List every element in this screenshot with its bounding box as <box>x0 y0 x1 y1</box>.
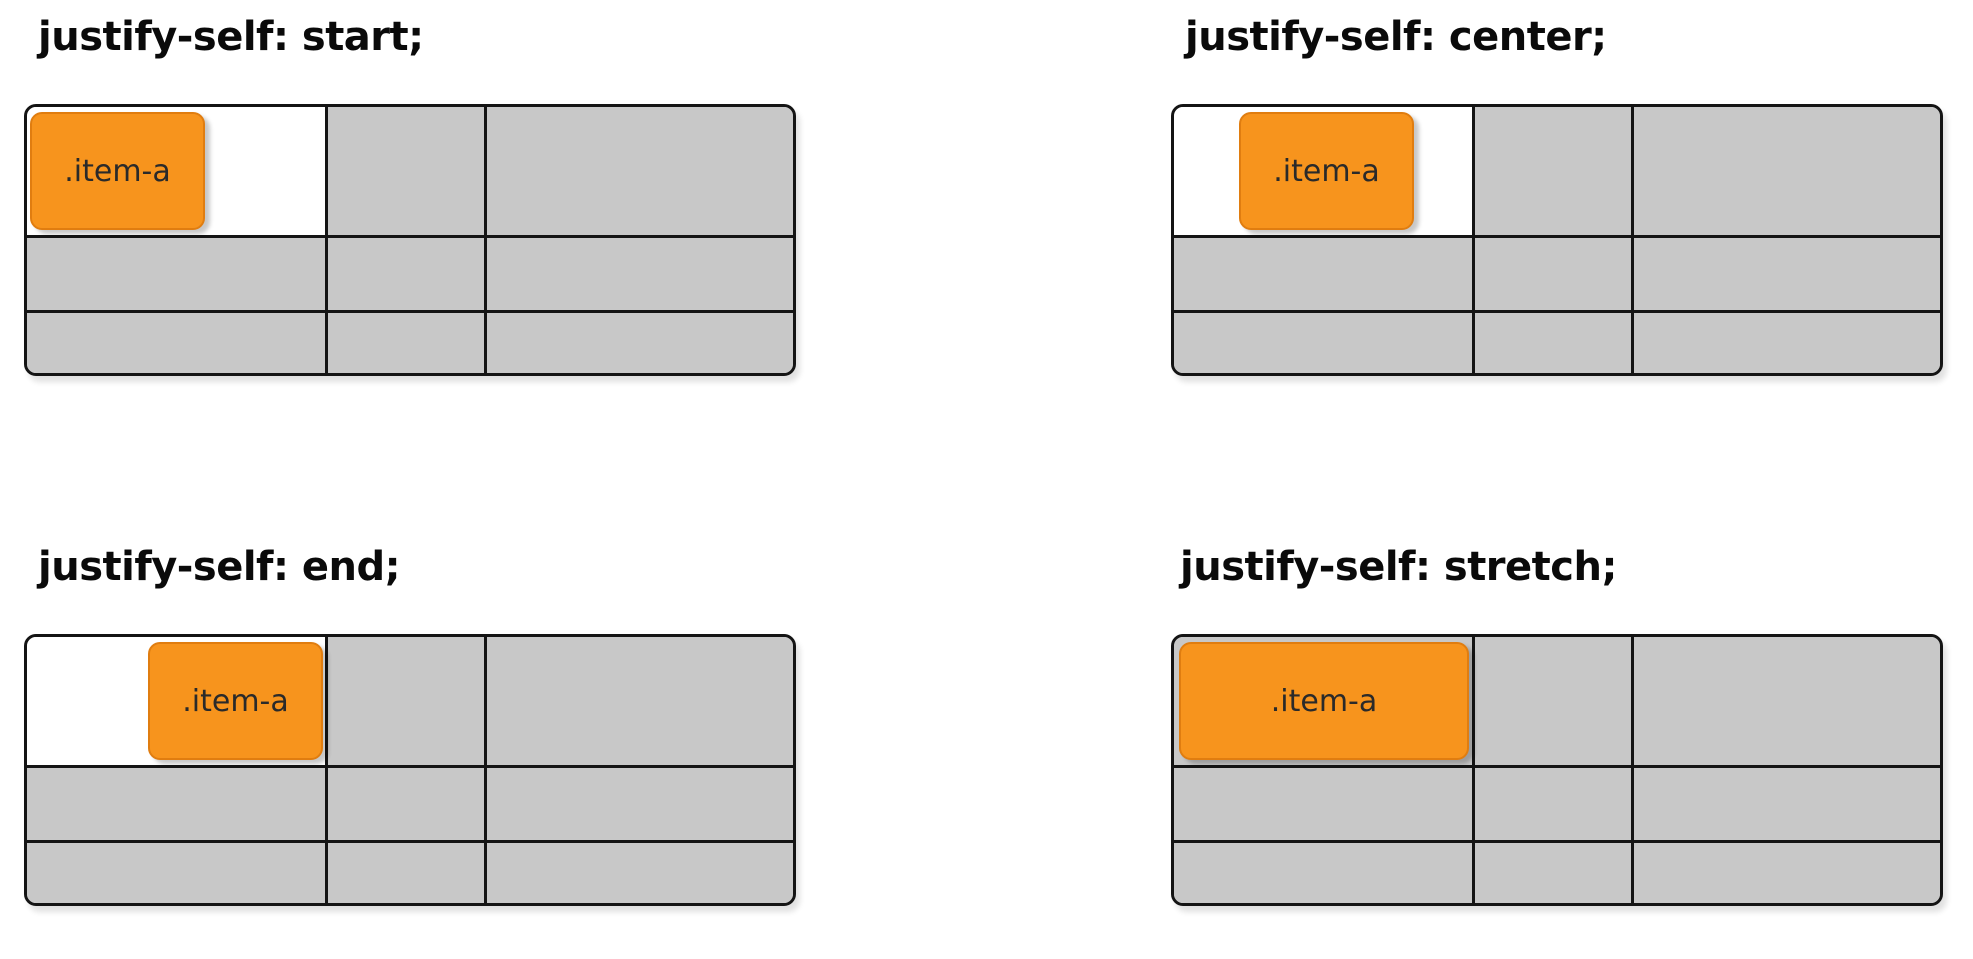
grid-item-label: .item-a <box>64 153 171 189</box>
grid-cell-3-1 <box>27 843 328 903</box>
grid-cell-2-1 <box>1174 768 1475 843</box>
grid-cell-2-2 <box>328 768 487 843</box>
grid-item-a: .item-a <box>1239 112 1414 230</box>
grid-cell-3-3 <box>487 843 793 903</box>
grid-cell-3-2 <box>1475 313 1634 373</box>
panel-justify-self-end: justify-self: end; .item-a <box>16 540 816 940</box>
panel-justify-self-stretch: justify-self: stretch; .item-a <box>1163 540 1963 940</box>
panel-title: justify-self: end; <box>38 544 401 590</box>
grid-cell-1-3 <box>1634 637 1940 768</box>
grid-item-a: .item-a <box>148 642 323 760</box>
grid-container: .item-a <box>24 104 796 376</box>
grid-cell-3-3 <box>1634 843 1940 903</box>
grid-cell-1-1: .item-a <box>27 637 328 768</box>
grid-cell-1-3 <box>1634 107 1940 238</box>
grid-cell-1-3 <box>487 107 793 238</box>
grid-cell-1-2 <box>1475 637 1634 768</box>
grid-cell-2-1 <box>1174 238 1475 313</box>
grid-cell-3-2 <box>328 843 487 903</box>
grid-cell-2-1 <box>27 768 328 843</box>
grid-cell-3-1 <box>27 313 328 373</box>
grid-cell-3-2 <box>1475 843 1634 903</box>
grid-cell-3-2 <box>328 313 487 373</box>
grid-cell-1-1: .item-a <box>27 107 328 238</box>
grid-cell-1-1: .item-a <box>1174 107 1475 238</box>
grid-item-label: .item-a <box>1270 683 1378 719</box>
grid-item-a: .item-a <box>30 112 205 230</box>
grid-container: .item-a <box>1171 104 1943 376</box>
grid-container: .item-a <box>24 634 796 906</box>
grid-cell-2-3 <box>1634 238 1940 313</box>
grid-cell-2-1 <box>27 238 328 313</box>
grid-cell-3-1 <box>1174 313 1475 373</box>
grid-cell-1-1: .item-a <box>1174 637 1475 768</box>
grid-item-label: .item-a <box>1273 153 1380 189</box>
panel-title: justify-self: stretch; <box>1180 544 1617 590</box>
grid-cell-1-2 <box>328 637 487 768</box>
grid-cell-3-1 <box>1174 843 1475 903</box>
panel-justify-self-center: justify-self: center; .item-a <box>1163 10 1963 410</box>
grid-cell-2-3 <box>1634 768 1940 843</box>
grid-cell-1-3 <box>487 637 793 768</box>
panel-justify-self-start: justify-self: start; .item-a <box>16 10 816 410</box>
grid-cell-2-3 <box>487 768 793 843</box>
panel-title: justify-self: center; <box>1185 14 1607 60</box>
grid-cell-2-2 <box>328 238 487 313</box>
grid-item-a: .item-a <box>1179 642 1469 760</box>
grid-cell-1-2 <box>328 107 487 238</box>
grid-cell-3-3 <box>1634 313 1940 373</box>
grid-cell-3-3 <box>487 313 793 373</box>
grid-cell-1-2 <box>1475 107 1634 238</box>
grid-cell-2-2 <box>1475 768 1634 843</box>
grid-container: .item-a <box>1171 634 1943 906</box>
grid-cell-2-2 <box>1475 238 1634 313</box>
panel-title: justify-self: start; <box>38 14 424 60</box>
grid-item-label: .item-a <box>182 683 289 719</box>
grid-cell-2-3 <box>487 238 793 313</box>
